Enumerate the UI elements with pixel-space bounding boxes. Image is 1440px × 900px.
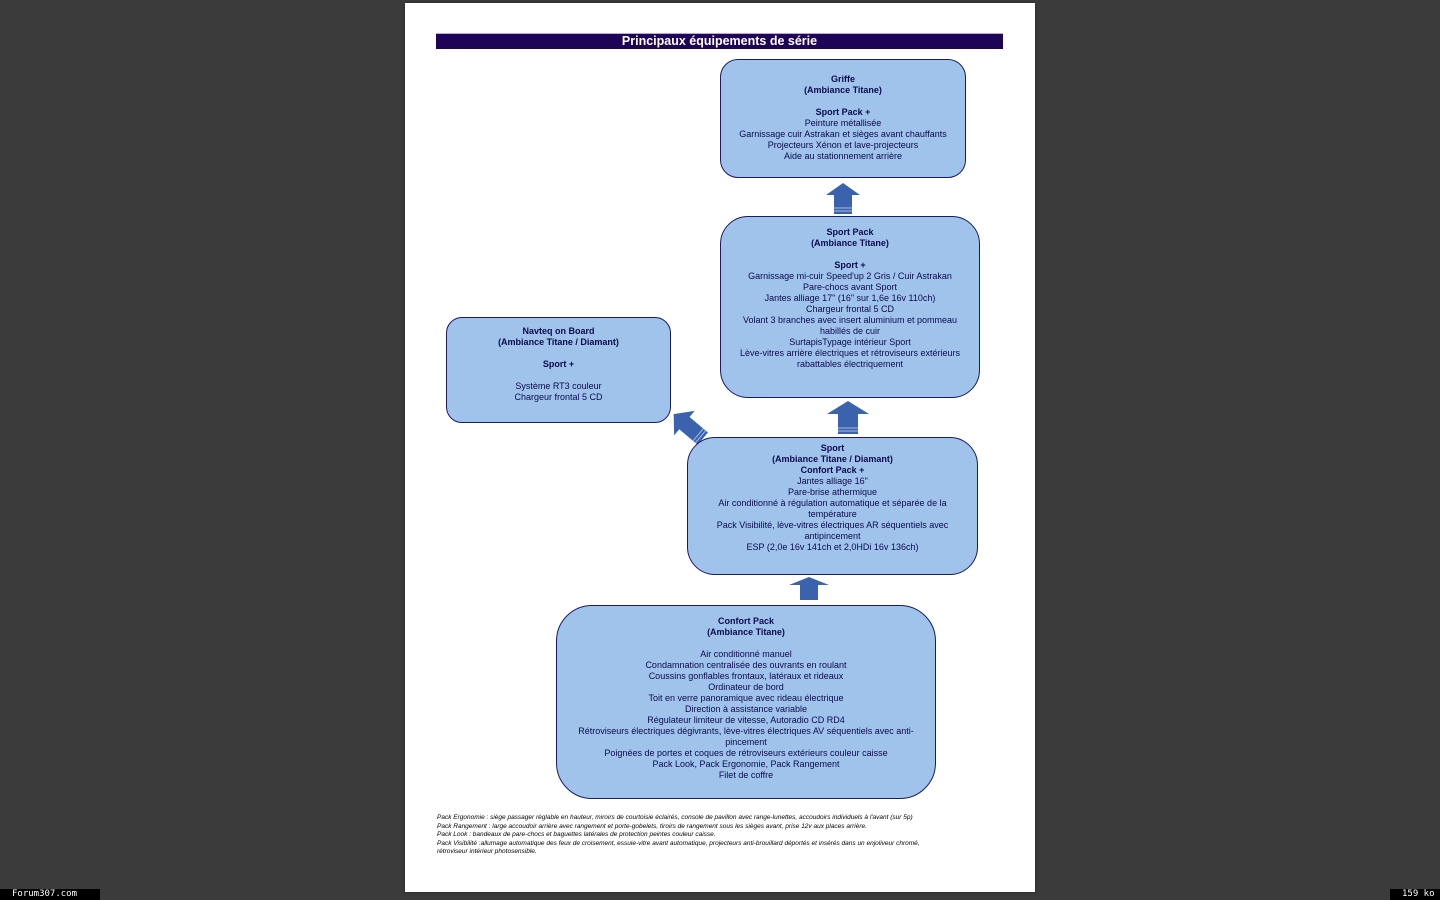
- equipment-item: Chargeur frontal 5 CD: [805, 304, 895, 314]
- trim-box-sport-pack: Sport Pack (Ambiance Titane) Sport + Gar…: [720, 216, 980, 398]
- footnote: rétroviseur intérieur photosensible.: [437, 848, 537, 855]
- footnotes: Pack Ergonomie : siège passager réglable…: [437, 814, 997, 857]
- footnote: Pack Ergonomie : siège passager réglable…: [437, 814, 913, 821]
- equipment-item: Système RT3 couleur: [515, 381, 602, 391]
- trim-box-navteq: Navteq on Board (Ambiance Titane / Diama…: [446, 317, 671, 423]
- equipment-item: Direction à assistance variable: [684, 704, 808, 714]
- trim-base: Sport Pack +: [815, 107, 871, 117]
- equipment-item: Volant 3 branches avec insert aluminium …: [742, 315, 958, 336]
- equipment-item: Toit en verre panoramique avec rideau él…: [648, 693, 844, 703]
- trim-ambiance: (Ambiance Titane / Diamant): [498, 337, 619, 347]
- equipment-item: Garnissage mi-cuir Speed'up 2 Gris / Cui…: [748, 271, 952, 281]
- equipment-item: Aide au stationnement arrière: [783, 151, 903, 161]
- footnote: Pack Look : bandeaux de pare-chocs et ba…: [437, 831, 716, 838]
- trim-name: Sport Pack: [826, 227, 874, 237]
- trim-name: Sport: [820, 443, 845, 453]
- equipment-item: Jantes alliage 16": [797, 476, 868, 486]
- trim-name: Griffe: [830, 74, 855, 84]
- arrow-up-icon: [827, 401, 869, 434]
- trim-box-griffe: Griffe (Ambiance Titane) Sport Pack + Pe…: [720, 59, 966, 178]
- equipment-item: Lève-vitres arrière électriques et rétro…: [739, 348, 961, 369]
- equipment-item: Régulateur limiteur de vitesse, Autoradi…: [647, 715, 845, 725]
- equipment-item: Jantes alliage 17" (16" sur 1,6e 16v 110…: [764, 293, 936, 303]
- equipment-item: Garnissage cuir Astrakan et sièges avant…: [739, 129, 947, 139]
- equipment-item: SurtapisTypage intérieur Sport: [789, 337, 911, 347]
- equipment-item: Air conditionné à régulation automatique…: [718, 498, 947, 519]
- equipment-item: Coussins gonflables frontaux, latéraux e…: [648, 671, 844, 681]
- site-label: Forum307.com: [0, 889, 100, 900]
- footnote: Pack Visibilité :allumage automatique de…: [437, 839, 920, 847]
- equipment-item: Rétroviseurs électriques dégivrants, lèv…: [578, 726, 914, 747]
- equipment-item: ESP (2,0e 16v 141ch et 2,0HDi 16v 136ch): [746, 542, 919, 552]
- equipment-item: Chargeur frontal 5 CD: [514, 392, 603, 402]
- equipment-item: Poignées de portes et coques de rétrovis…: [604, 748, 888, 758]
- equipment-item: Condamnation centralisée des ouvrants en…: [645, 660, 847, 670]
- file-size-label: 159 ko: [1390, 889, 1440, 900]
- equipment-item: Pack Look, Pack Ergonomie, Pack Rangemen…: [652, 759, 840, 769]
- equipment-item: Pare-chocs avant Sport: [802, 282, 898, 292]
- trim-base: Sport +: [834, 260, 866, 270]
- equipment-item: Projecteurs Xénon et lave-projecteurs: [767, 140, 919, 150]
- trim-box-confort-pack: Confort Pack (Ambiance Titane) Air condi…: [556, 605, 936, 799]
- equipment-item: Ordinateur de bord: [708, 682, 784, 692]
- trim-ambiance: (Ambiance Titane): [811, 238, 889, 248]
- page-title: Principaux équipements de série: [436, 33, 1003, 49]
- equipment-item: Peinture métallisée: [804, 118, 882, 128]
- equipment-item: Air conditionné manuel: [700, 649, 792, 659]
- trim-ambiance: (Ambiance Titane): [804, 85, 882, 95]
- trim-name: Navteq on Board: [522, 326, 595, 336]
- trim-ambiance: (Ambiance Titane / Diamant): [772, 454, 893, 464]
- trim-name: Confort Pack: [717, 616, 774, 626]
- equipment-item: Filet de coffre: [718, 770, 774, 780]
- trim-ambiance: (Ambiance Titane): [707, 627, 785, 637]
- trim-base: Confort Pack +: [800, 465, 865, 475]
- equipment-item: Pare-brise athermique: [787, 487, 878, 497]
- document-page: Principaux équipements de série Griffe (…: [405, 3, 1035, 892]
- arrow-up-icon: [826, 183, 860, 214]
- trim-box-sport: Sport (Ambiance Titane / Diamant) Confor…: [687, 437, 978, 575]
- arrow-up-left-icon: [673, 410, 708, 445]
- equipment-item: Pack Visibilité, lève-vitres électriques…: [716, 520, 949, 541]
- arrow-up-icon: [789, 577, 829, 600]
- trim-base: Sport +: [542, 359, 575, 369]
- footnote: Pack Rangement : large accoudoir arrière…: [437, 822, 867, 830]
